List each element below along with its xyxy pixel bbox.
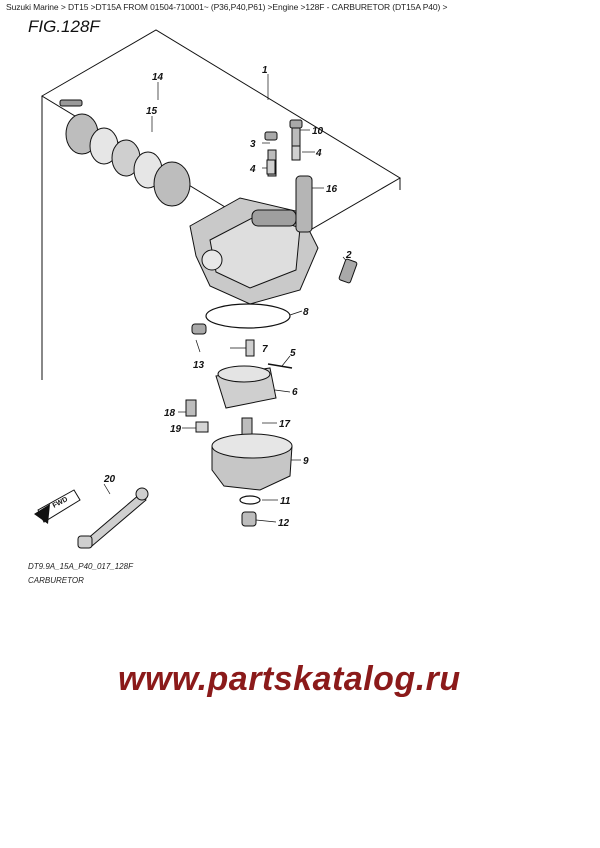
float-pin [267, 363, 293, 369]
callout-7: 7 [262, 344, 268, 355]
callout-9: 9 [303, 456, 309, 467]
screw-10 [289, 119, 303, 129]
plug-13 [191, 323, 207, 335]
callout-13: 13 [193, 360, 205, 371]
callout-3: 3 [250, 139, 256, 150]
watermark: www.partskatalog.ru [118, 660, 461, 698]
float-chamber [211, 433, 293, 491]
spring-19 [195, 421, 209, 433]
callout-14: 14 [152, 72, 164, 83]
callout-17: 17 [279, 419, 291, 430]
float [215, 365, 277, 409]
callout-16: 16 [326, 184, 338, 195]
spring-4-left [266, 159, 276, 175]
spring-4-right [291, 145, 301, 161]
o-ring [205, 303, 291, 329]
diaphragm-stack [59, 99, 191, 207]
carburetor-body [189, 119, 319, 305]
float-needle [245, 339, 255, 357]
callout-12: 12 [278, 518, 290, 529]
callout-15: 15 [146, 106, 158, 117]
callout-1: 1 [262, 65, 268, 76]
fwd-arrow: FWD [34, 489, 81, 524]
figure-title: FIG.128F [28, 17, 100, 36]
callout-2: 2 [345, 250, 352, 261]
callout-8: 8 [303, 307, 309, 318]
callout-4a: 4 [315, 148, 322, 159]
choke-knob [77, 487, 149, 549]
callout-5: 5 [290, 348, 296, 359]
screw-3 [264, 131, 278, 141]
callout-11: 11 [280, 496, 291, 507]
screw-2 [338, 258, 358, 284]
drawing-code: DT9.9A_15A_P40_017_128F [28, 562, 133, 571]
callout-19: 19 [170, 424, 182, 435]
drain-screw [241, 511, 257, 527]
callout-4b: 4 [249, 164, 256, 175]
pilot-screw [185, 399, 197, 417]
callout-20: 20 [103, 474, 116, 485]
callout-10: 10 [312, 126, 324, 137]
diagram-caption: CARBURETOR [28, 576, 84, 585]
callout-6: 6 [292, 387, 298, 398]
callout-18: 18 [164, 408, 176, 419]
breadcrumb[interactable]: Suzuki Marine > DT15 >DT15A FROM 01504-7… [6, 2, 448, 12]
gasket [239, 495, 261, 505]
